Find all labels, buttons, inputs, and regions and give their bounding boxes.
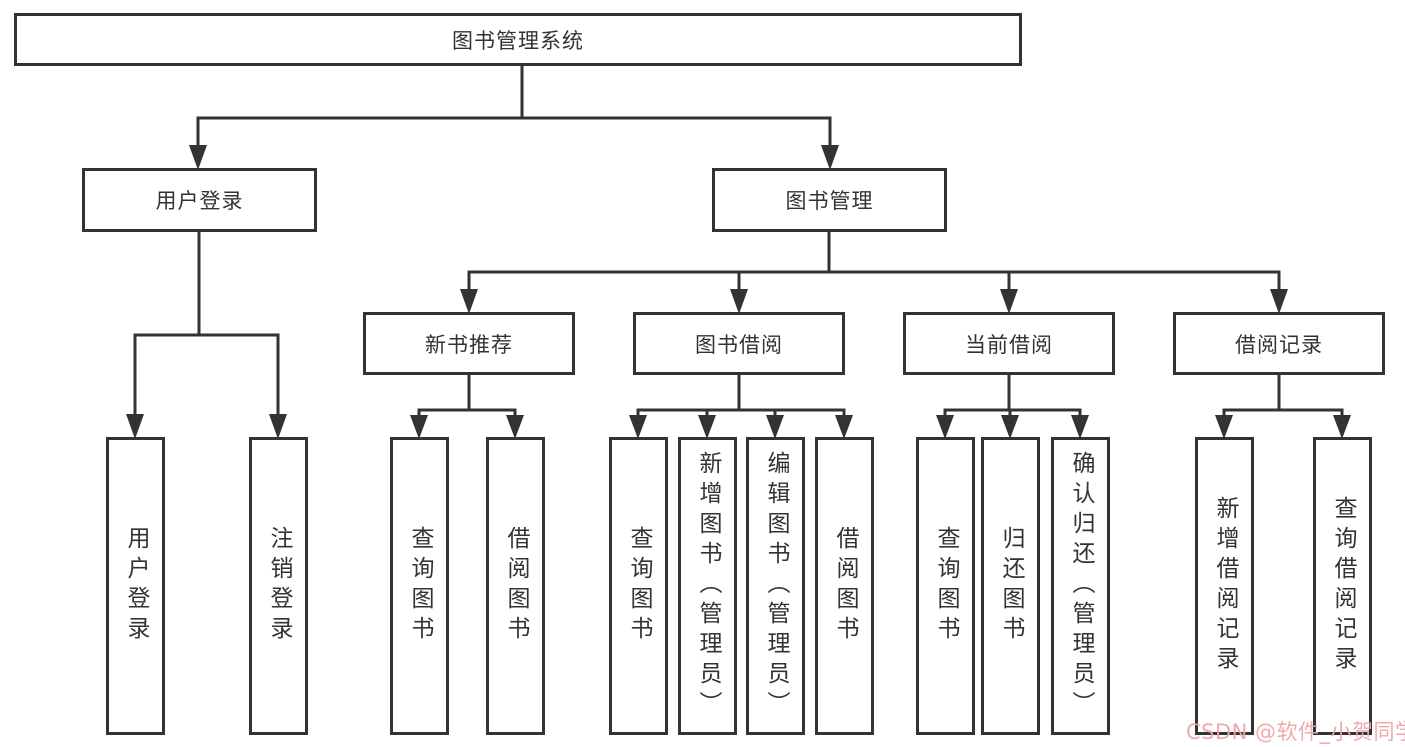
node-label: 当前借阅 (965, 332, 1053, 357)
node-label: 图书管理 (785, 189, 874, 213)
leaf-nbr-borrow-books: 借阅图书 (486, 437, 545, 735)
node-current-borrowing: 当前借阅 (903, 312, 1115, 375)
leaf-cb-query-books: 查询图书 (916, 437, 975, 735)
node-label: 新增图书（管理员） (695, 451, 721, 721)
watermark: CSDN @软件_小贺同学 (1186, 720, 1405, 744)
node-borrowing-records: 借阅记录 (1173, 312, 1385, 375)
leaf-bb-borrow-books: 借阅图书 (815, 437, 874, 735)
node-label: 新书推荐 (425, 332, 513, 357)
leaf-user-login: 用户登录 (106, 437, 165, 735)
node-label: 查询图书 (626, 526, 652, 646)
node-label: 借阅记录 (1235, 332, 1323, 357)
node-new-book-recommend: 新书推荐 (363, 312, 575, 375)
node-label: 归还图书 (998, 526, 1024, 646)
node-label: 确认归还（管理员） (1068, 451, 1094, 721)
node-label: 新增借阅记录 (1212, 496, 1238, 676)
node-book-borrowing: 图书借阅 (633, 312, 845, 375)
node-label: 查询图书 (407, 526, 433, 646)
leaf-cb-confirm-return-admin: 确认归还（管理员） (1051, 437, 1110, 735)
node-book-management: 图书管理 (712, 168, 947, 232)
node-user-login-branch: 用户登录 (82, 168, 317, 232)
leaf-nbr-query-books: 查询图书 (390, 437, 449, 735)
node-label: 查询图书 (933, 526, 959, 646)
root-node-label: 图书管理系统 (452, 28, 584, 53)
node-label: 用户登录 (123, 526, 149, 646)
node-label: 借阅图书 (832, 526, 858, 646)
leaf-bb-query-books: 查询图书 (609, 437, 668, 735)
node-label: 借阅图书 (503, 526, 529, 646)
leaf-br-query-record: 查询借阅记录 (1313, 437, 1372, 735)
leaf-bb-add-book-admin: 新增图书（管理员） (678, 437, 737, 735)
node-label: 编辑图书（管理员） (763, 451, 789, 721)
node-label: 用户登录 (155, 189, 244, 213)
leaf-bb-edit-book-admin: 编辑图书（管理员） (746, 437, 805, 735)
node-label: 图书借阅 (695, 332, 783, 357)
leaf-br-add-record: 新增借阅记录 (1195, 437, 1254, 735)
leaf-logout: 注销登录 (249, 437, 308, 735)
root-node: 图书管理系统 (14, 13, 1022, 66)
leaf-cb-return-books: 归还图书 (981, 437, 1040, 735)
node-label: 注销登录 (266, 526, 292, 646)
node-label: 查询借阅记录 (1330, 496, 1356, 676)
